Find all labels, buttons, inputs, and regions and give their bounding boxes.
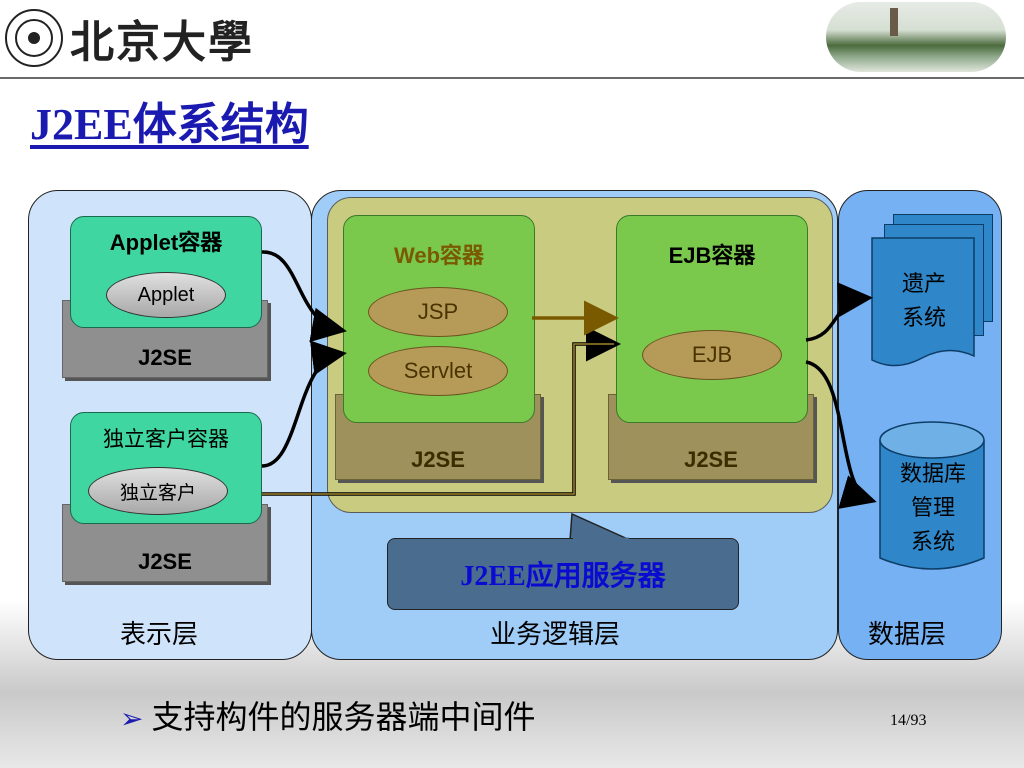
dbms-line-1: 数据库 (899, 462, 966, 487)
ejb-container: EJB容器 (616, 215, 808, 423)
bullet-text: 支持构件的服务器端中间件 (151, 698, 536, 736)
dbms-label: 数据库 管理 系统 (878, 458, 988, 560)
client-oval: 独立客户 (88, 467, 228, 515)
ejb-to-dbms-arrow (805, 360, 877, 509)
jsp-oval: JSP (368, 287, 508, 337)
client-container-label: 独立客户容器 (103, 427, 229, 451)
ejb-container-label: EJB容器 (668, 243, 756, 268)
servlet-oval: Servlet (368, 346, 508, 396)
bullet-point: ➢支持构件的服务器端中间件 (120, 692, 535, 738)
page-title: J2EE体系结构 (30, 100, 309, 149)
bullet-arrow-icon: ➢ (120, 702, 144, 735)
university-logo (4, 6, 266, 70)
dbms-line-2: 管理 (910, 496, 955, 521)
legacy-line-1: 遗产 (901, 272, 946, 297)
logo-text: 北京大學 (70, 17, 254, 68)
legacy-line-2: 系统 (901, 306, 946, 331)
legacy-system-label: 遗产 系统 (870, 268, 978, 336)
applet-to-web-arrow (261, 250, 347, 343)
pagoda-icon (890, 8, 898, 36)
web-j2se-label: J2SE (411, 447, 465, 472)
page-number: 14/93 (890, 712, 927, 729)
presentation-layer-label: 表示层 (120, 620, 199, 650)
client-to-ejb-arrow-inner (262, 343, 614, 495)
seal-icon (5, 9, 63, 67)
ejb-j2se-label: J2SE (684, 447, 738, 472)
server-callout: J2EE应用服务器 (387, 538, 739, 610)
ejb-to-legacy-arrow (805, 282, 873, 342)
client-j2se-label: J2SE (138, 549, 192, 574)
data-layer-label: 数据层 (868, 620, 947, 650)
applet-j2se-label: J2SE (138, 345, 192, 370)
applet-container-label: Applet容器 (109, 230, 223, 255)
web-container-label: Web容器 (393, 243, 485, 268)
business-layer-label: 业务逻辑层 (490, 620, 621, 650)
legacy-system-doc (871, 237, 975, 367)
applet-oval: Applet (106, 272, 226, 318)
campus-photo (826, 2, 1006, 72)
client-to-ejb-arrow (262, 326, 621, 496)
ejb-oval: EJB (642, 330, 782, 380)
database-cylinder-icon (879, 421, 985, 570)
client-to-web-arrow (261, 340, 347, 468)
dbms-line-3: 系统 (910, 530, 955, 555)
header-divider (0, 77, 1024, 79)
